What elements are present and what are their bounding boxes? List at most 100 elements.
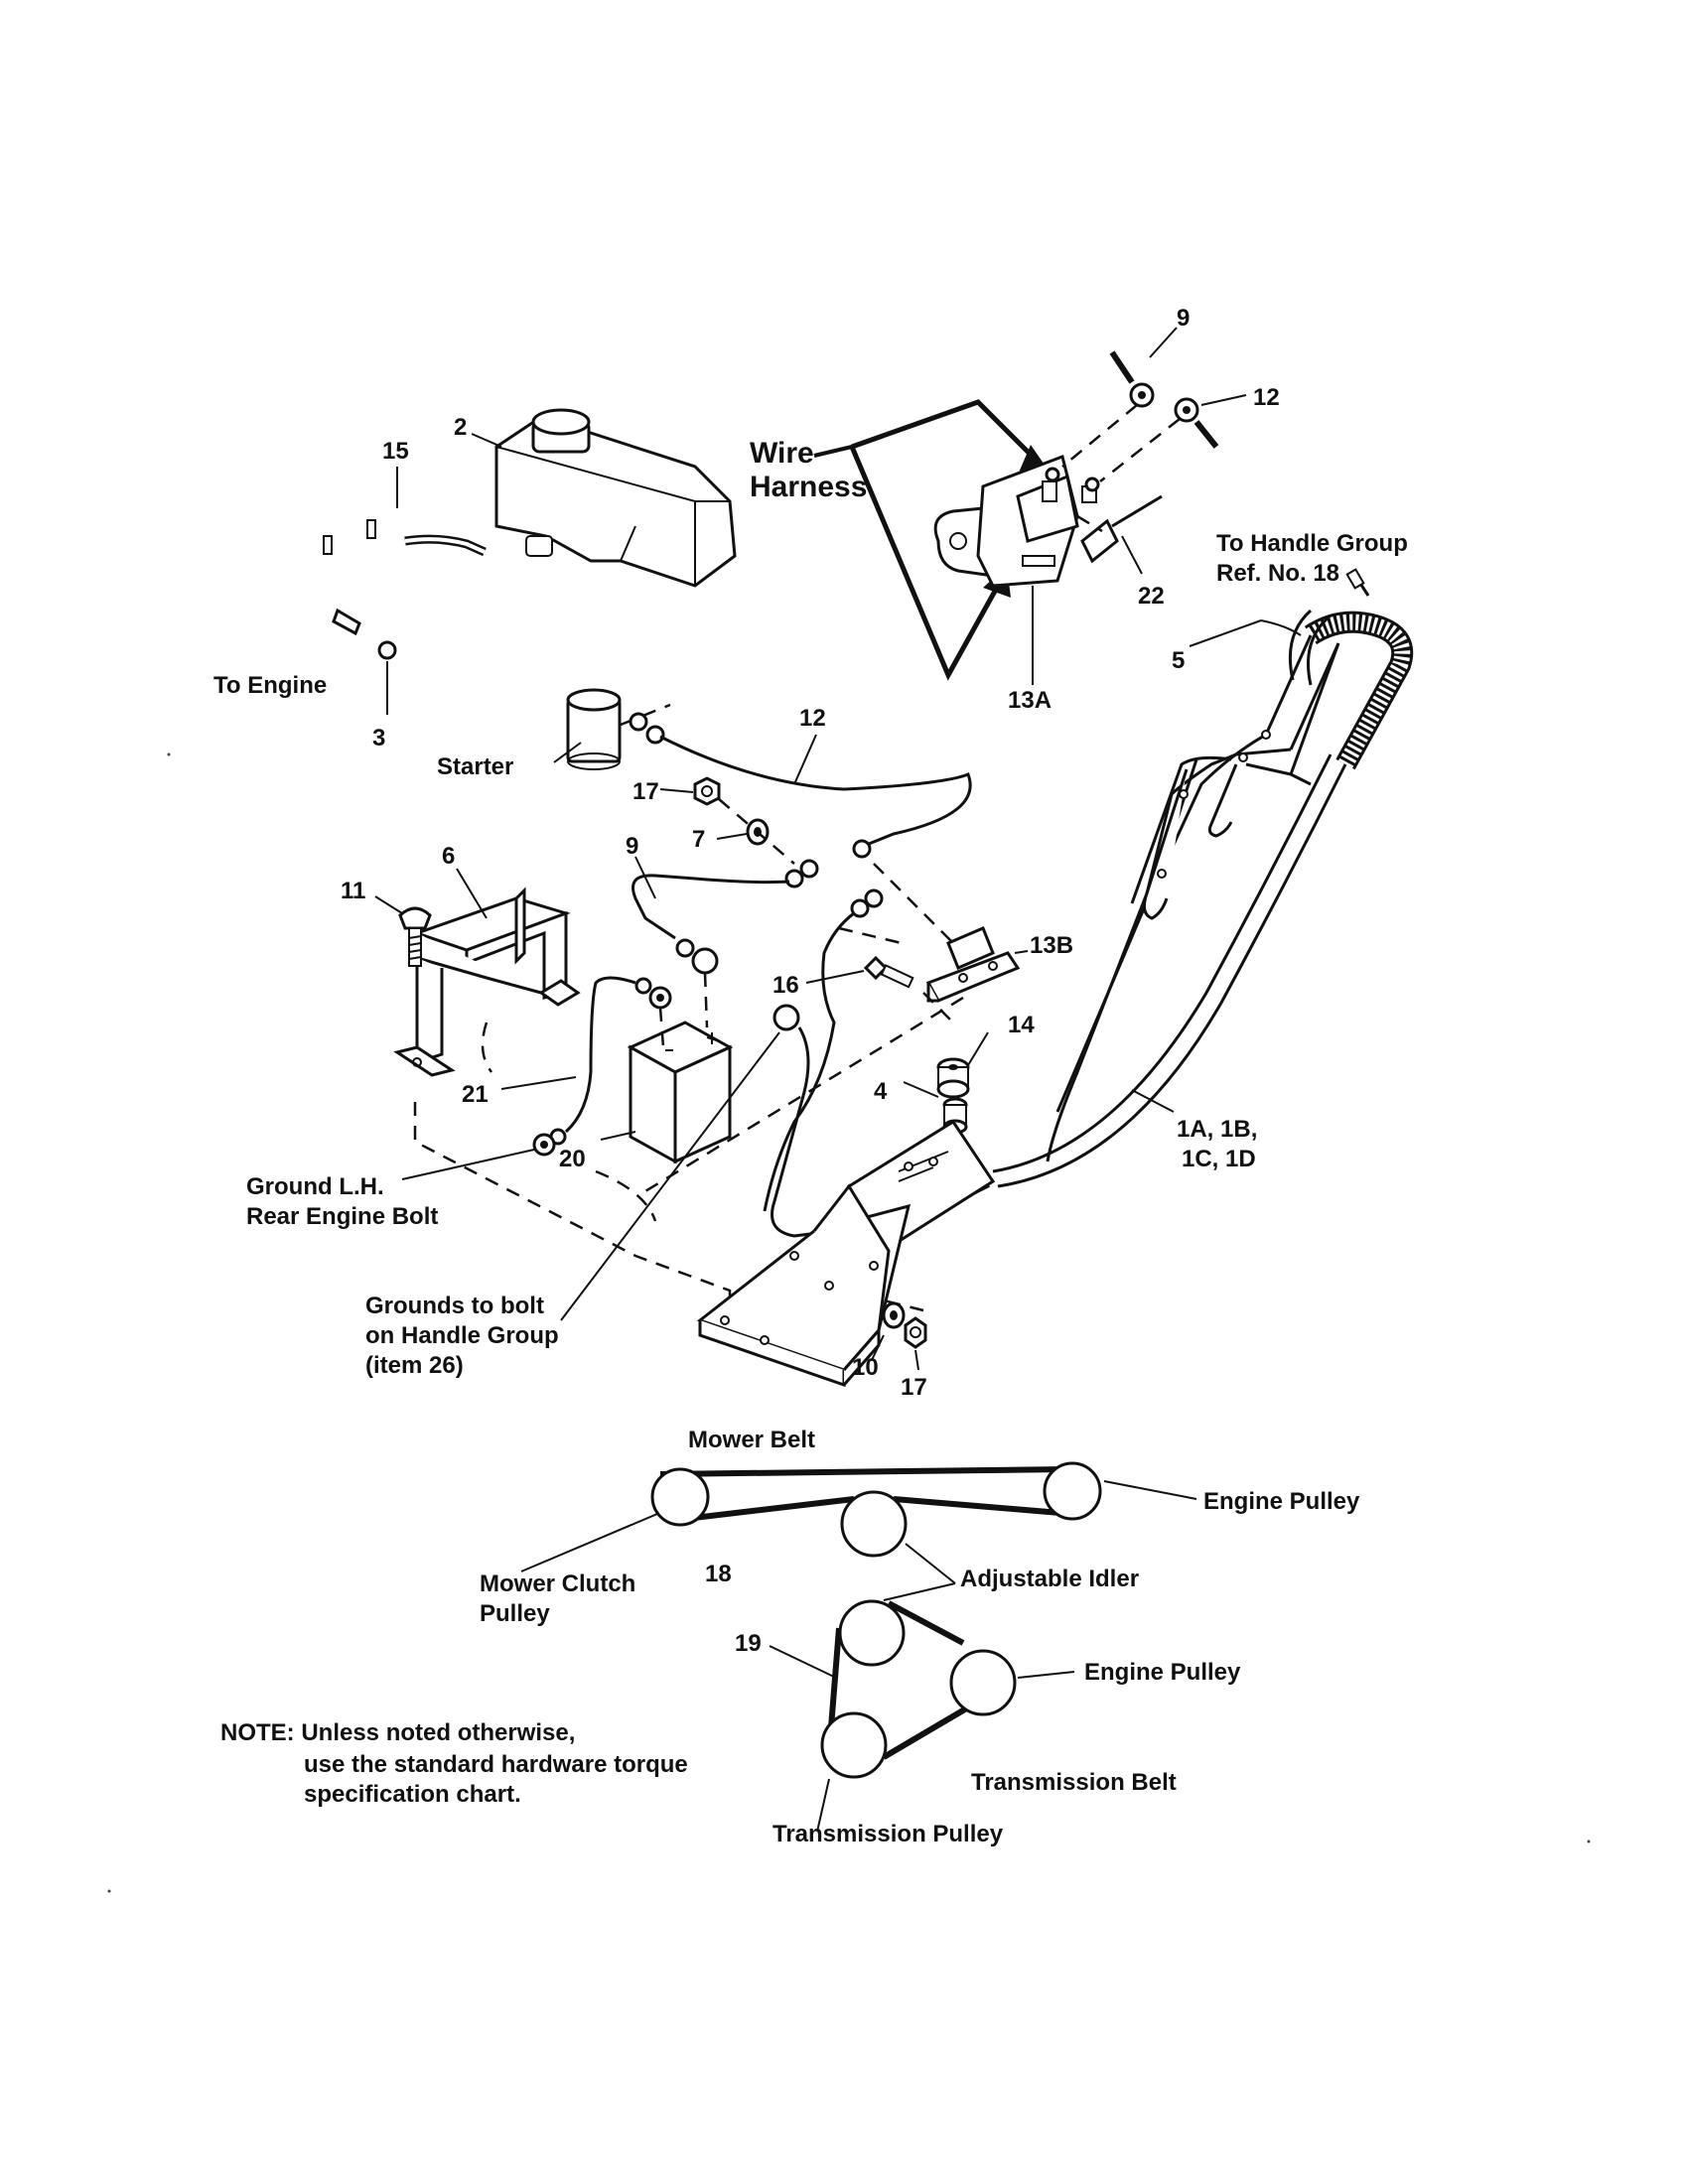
- label-7: 7: [692, 826, 705, 853]
- label-15: 15: [382, 438, 409, 465]
- dash-17-7: [718, 798, 795, 865]
- label-17-mid: 17: [632, 778, 659, 805]
- starter-part: [566, 688, 622, 770]
- leader-5: [1189, 619, 1262, 647]
- adjustable-idler-lower: [838, 1599, 906, 1667]
- leader-4: [903, 1081, 939, 1098]
- label-to-handle-group: To Handle Group: [1216, 530, 1408, 557]
- label-19: 19: [735, 1630, 762, 1657]
- leader-5b: [1260, 619, 1302, 636]
- label-on-handle-group: on Handle Group: [365, 1322, 559, 1349]
- wire-13b: [763, 888, 884, 1212]
- label-mower-belt: Mower Belt: [688, 1427, 815, 1453]
- mower-belt-diagram: [650, 1461, 1102, 1558]
- leader-14: [967, 1031, 989, 1066]
- label-20: 20: [559, 1146, 586, 1172]
- handle-rod: [956, 753, 1347, 1199]
- handle-mount-plate: [696, 1119, 996, 1388]
- battery-bracket-part-6: [393, 887, 581, 1077]
- label-6: 6: [442, 843, 455, 870]
- leader-starter: [553, 742, 582, 763]
- bracket-part-13b: [925, 926, 1021, 1003]
- fuel-tank-part: [494, 408, 737, 588]
- label-engine-pulley-bottom: Engine Pulley: [1084, 1659, 1241, 1686]
- label-22: 22: [1138, 583, 1165, 610]
- label-harness: Harness: [750, 471, 867, 503]
- nut-part-17: [693, 776, 721, 806]
- speck: [167, 752, 171, 756]
- label-pulley: Pulley: [480, 1600, 550, 1627]
- leader-21: [500, 1076, 577, 1090]
- label-transmission-pulley: Transmission Pulley: [772, 1821, 1004, 1847]
- transmission-belt-diagram: [820, 1599, 1017, 1779]
- terminal-part-12-top: [1174, 397, 1219, 449]
- leader-7: [716, 833, 748, 840]
- fuel-line-part: [283, 519, 487, 636]
- label-transmission-belt: Transmission Belt: [971, 1769, 1177, 1796]
- label-4: 4: [874, 1078, 888, 1105]
- label-16: 16: [772, 972, 799, 999]
- leader-2: [471, 433, 502, 448]
- leader-20: [600, 1131, 636, 1141]
- mower-clutch-pulley: [650, 1467, 710, 1527]
- leader-11: [374, 895, 403, 914]
- engine-pulley-bottom: [949, 1649, 1017, 1716]
- label-11: 11: [341, 878, 365, 904]
- solenoid-part-13a: [933, 455, 1100, 588]
- note-line-3: specification chart.: [304, 1781, 521, 1808]
- leader-12-top: [1200, 394, 1247, 406]
- label-9-top: 9: [1177, 305, 1190, 332]
- label-wire: Wire: [750, 437, 814, 470]
- terminal-part-9-top: [1109, 350, 1155, 408]
- leader-17-mid: [659, 788, 694, 793]
- battery-part-20: [627, 1021, 734, 1164]
- adjustable-idler-pulley: [840, 1490, 908, 1558]
- leader-6: [456, 868, 488, 919]
- leader-1: [1131, 1089, 1175, 1113]
- nut-part-17-bottom: [904, 1316, 927, 1349]
- label-engine-pulley-top: Engine Pulley: [1203, 1488, 1360, 1515]
- note-line-2: use the standard hardware torque: [304, 1751, 688, 1778]
- leader-16: [805, 970, 865, 984]
- label-ref-no-18: Ref. No. 18: [1216, 560, 1339, 587]
- leader-13b: [1014, 950, 1029, 954]
- leader-17-bottom: [914, 1349, 919, 1371]
- note-line-1: NOTE: Unless noted otherwise,: [220, 1719, 575, 1746]
- bolt-part-16: [863, 955, 914, 989]
- leader-12-mid: [793, 734, 817, 785]
- label-14: 14: [1008, 1012, 1035, 1038]
- leader-9-mid: [634, 856, 656, 899]
- label-13a: 13A: [1008, 687, 1052, 714]
- label-mower-clutch: Mower Clutch: [480, 1570, 635, 1597]
- dashed-guides: [413, 992, 964, 1312]
- starter-cable-part-12: [620, 703, 972, 859]
- speck: [1587, 1840, 1591, 1843]
- battery-cable-part-9: [632, 859, 819, 975]
- belt-leaders: [520, 1480, 1197, 1833]
- label-18: 18: [705, 1561, 732, 1587]
- handle-part-1: [1046, 611, 1414, 1162]
- dash-13b: [873, 863, 954, 944]
- clamp-part-3: [377, 640, 397, 715]
- connector-part-22: [1076, 494, 1163, 564]
- washer-part-10: [882, 1301, 906, 1329]
- label-3: 3: [372, 725, 385, 751]
- leader-22: [1121, 535, 1143, 575]
- label-rear-engine-bolt: Rear Engine Bolt: [246, 1203, 438, 1230]
- label-starter: Starter: [437, 753, 513, 780]
- dash-16: [838, 926, 903, 945]
- label-to-engine: To Engine: [213, 672, 327, 699]
- leader-ground-lh: [401, 1149, 535, 1180]
- label-1-line2: 1C, 1D: [1182, 1146, 1256, 1172]
- spacer-part-4: [936, 1057, 970, 1099]
- transmission-pulley: [820, 1711, 888, 1779]
- label-12-top: 12: [1253, 384, 1280, 411]
- dash-12-top: [1099, 418, 1181, 482]
- label-13b: 13B: [1030, 932, 1073, 959]
- label-item-26: (item 26): [365, 1352, 464, 1379]
- label-21: 21: [462, 1081, 489, 1108]
- label-10: 10: [852, 1354, 879, 1381]
- battery-cable-part-21: [532, 972, 709, 1157]
- label-17-bottom: 17: [901, 1374, 927, 1401]
